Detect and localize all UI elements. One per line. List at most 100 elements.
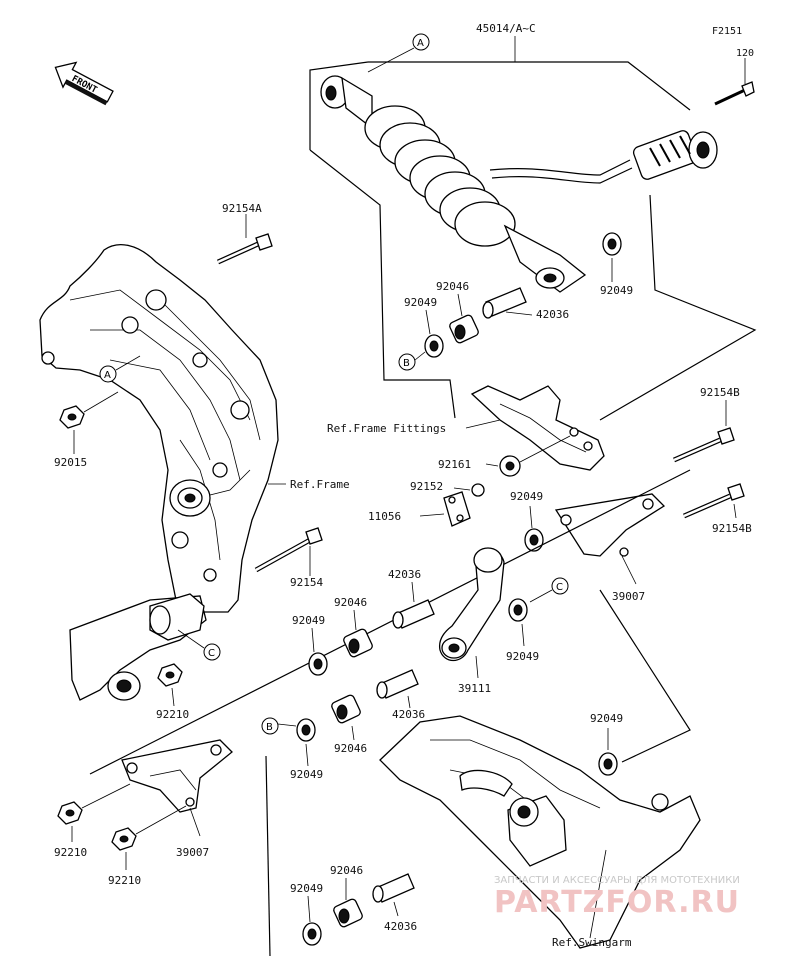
part-39007-left: 39007 [176,846,209,859]
part-92049-low: 92049 [290,768,323,781]
callout-c-left: C [177,629,221,661]
leader [411,581,415,603]
part-45014: 45014/A~C [476,22,536,35]
bolt-92154 [254,527,323,573]
callout-b-top: B [398,351,426,371]
bolt-92154b-mid [683,483,745,519]
leader [519,435,571,463]
part-11056: 11056 [368,510,401,523]
callout-a-top: A [367,33,430,73]
part-92049-mid-right: 92049 [506,650,539,663]
part-92210-c: 92210 [108,874,141,887]
leader [521,623,525,647]
pivot-axis-line [89,469,691,775]
part-92154: 92154 [290,576,323,589]
bolt-120 [714,81,755,106]
bearing-92046-bottom [333,898,363,928]
part-42036-top: 42036 [536,308,569,321]
collar-92152 [471,483,485,497]
leader [453,487,471,491]
ref-frame: Ref.Frame [290,478,350,491]
callout-c-right: C [529,577,569,603]
part-92046-bottom: 92046 [330,864,363,877]
part-39111: 39111 [458,682,491,695]
tie-rod-plate-39007-left [121,739,233,813]
leader [81,783,131,809]
washer-92049-mid-left [308,652,328,676]
leader [353,609,357,631]
collar-92161 [499,455,521,477]
leader [425,309,431,335]
nut-92210-b [57,801,83,825]
callout-b-low: B [261,717,297,735]
leader [189,807,201,837]
nut-92015 [59,405,85,429]
svg-text:B: B [266,722,273,733]
shock-group-outline [309,61,757,421]
leader [475,655,479,679]
svg-text:A: A [417,38,424,49]
part-92046-top: 92046 [436,280,469,293]
leader [505,311,533,316]
main-frame [39,244,279,613]
collar-42036-low [376,669,419,699]
part-92015: 92015 [54,456,87,469]
leader [265,755,271,957]
bearing-92046-top [449,314,479,344]
leader [621,555,637,585]
washer-92049-mid-right [508,598,528,622]
part-92161: 92161 [438,458,471,471]
washer-92049-top-right [602,232,622,256]
leader [419,513,445,517]
leader [599,589,691,763]
leader [351,725,355,741]
svg-text:C: C [208,648,215,659]
front-arrow-icon: FRONT [54,61,114,106]
watermark-brand: PARTZFOR.RU [494,885,740,920]
leader [311,627,315,653]
leader [485,463,499,467]
leader [305,743,309,767]
part-39007-right: 39007 [612,590,645,603]
part-42036-bottom: 42036 [384,920,417,933]
leader [171,687,175,707]
part-92210-b: 92210 [54,846,87,859]
part-92049-top-right: 92049 [600,284,633,297]
leader [529,505,533,529]
leader [393,901,399,917]
frame-fittings-bracket [470,385,605,471]
leader [83,391,119,413]
washer-92049-low [296,718,316,742]
washer-92049-swing [598,752,618,776]
ref-frame-fittings: Ref.Frame Fittings [327,422,446,435]
svg-text:B: B [403,358,410,369]
diagram-code: F2151 [712,26,742,37]
part-120: 120 [736,48,754,59]
part-92049-bottom: 92049 [290,882,323,895]
collar-42036-top [482,287,527,319]
nut-92210-c [111,827,137,851]
part-92049-mid: 92049 [510,490,543,503]
bracket-11056 [443,491,471,527]
part-92154b-mid: 92154B [712,522,752,535]
collar-42036-bottom [372,873,415,903]
leader [457,293,463,317]
part-42036-mid: 42036 [388,568,421,581]
swingarm [379,715,701,949]
part-92210-a: 92210 [156,708,189,721]
leader [407,695,411,709]
svg-text:A: A [104,370,111,381]
svg-text:C: C [556,582,563,593]
nut-92210-a [157,663,183,687]
collar-42036-mid [392,599,435,629]
leader [307,895,311,923]
part-92154b-top: 92154B [700,386,740,399]
bolt-92154b-top [673,427,735,463]
leader [589,849,607,939]
watermark-tagline: ЗАПЧАСТИ И АКСЕССУАРЫ ДЛЯ МОТОТЕХНИКИ [494,875,740,886]
washer-92049-mid [524,528,544,552]
part-92049-top-left: 92049 [404,296,437,309]
leader [465,419,501,429]
